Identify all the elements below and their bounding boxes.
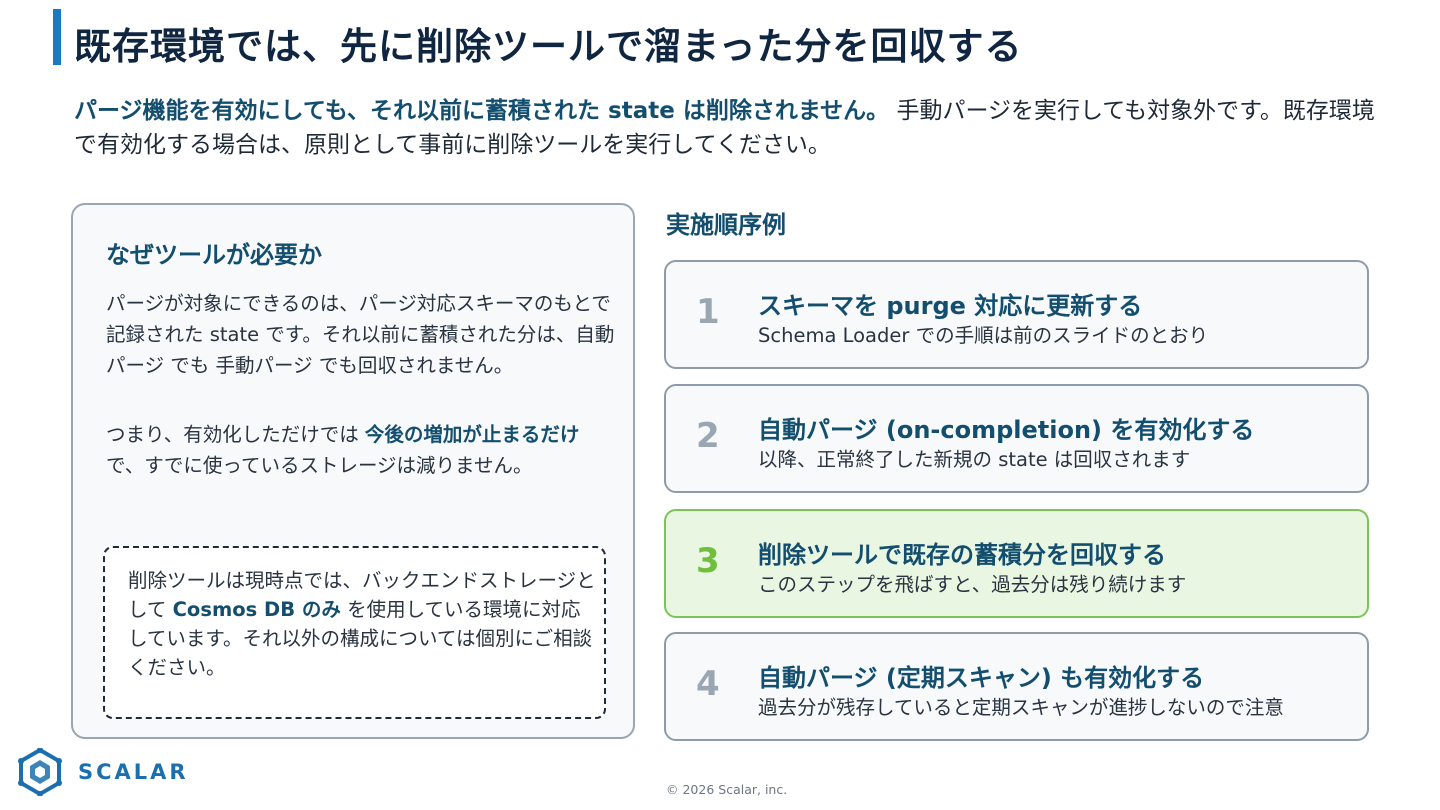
cosmos-note-box: 削除ツールは現時点では、バックエンドストレージとして Cosmos DB のみ … <box>103 546 606 719</box>
why-tool-needed-panel: なぜツールが必要か パージが対象にできるのは、パージ対応スキーマのもとで記録され… <box>71 203 635 739</box>
step-number: 1 <box>696 292 720 332</box>
step-title: スキーマを purge 対応に更新する <box>758 292 1143 320</box>
scalar-logo-icon <box>18 748 62 796</box>
why-paragraph-1: パージが対象にできるのは、パージ対応スキーマのもとで記録された state です… <box>106 292 615 377</box>
title-accent-bar <box>53 9 61 65</box>
lead-paragraph: パージ機能を有効にしても、それ以前に蓄積された state は削除されません。 … <box>74 94 1394 162</box>
step-title: 自動パージ (on-completion) を有効化する <box>758 416 1255 444</box>
why-paragraph-2: つまり、有効化しただけでは 今後の増加が止まるだけ で、すでに使っているストレー… <box>106 419 621 481</box>
steps-heading: 実施順序例 <box>666 211 786 239</box>
step-card-4: 4 自動パージ (定期スキャン) も有効化する 過去分が残存していると定期スキャ… <box>664 632 1369 741</box>
why-p2-pre: つまり、有効化しただけでは <box>106 423 365 446</box>
note-pre: 削除ツールは現時点では、バックエンドストレージとして <box>128 569 596 621</box>
why-p2-post: で、すでに使っているストレージは減りません。 <box>106 454 533 477</box>
why-p2-emphasis: 今後の増加が止まるだけ <box>364 423 580 446</box>
step-number: 3 <box>696 541 720 581</box>
copyright-text: © 2026 Scalar, inc. <box>666 782 788 797</box>
step-number: 4 <box>696 664 720 704</box>
step-card-2: 2 自動パージ (on-completion) を有効化する 以降、正常終了した… <box>664 384 1369 493</box>
page-title: 既存環境では、先に削除ツールで溜まった分を回収する <box>74 25 1023 68</box>
step-description: このステップを飛ばすと、過去分は残り続けます <box>758 573 1187 596</box>
step-description: 過去分が残存していると定期スキャンが進捗しないので注意 <box>758 696 1284 719</box>
step-description: Schema Loader での手順は前のスライドのとおり <box>758 324 1209 347</box>
note-post: を使用している環境に対応しています。それ以外の構成については個別にご相談ください… <box>128 598 593 679</box>
scalar-logo: SCALAR <box>16 748 196 798</box>
step-description: 以降、正常終了した新規の state は回収されます <box>758 448 1191 471</box>
logo-wordmark: SCALAR <box>78 760 189 784</box>
step-card-1: 1 スキーマを purge 対応に更新する Schema Loader での手順… <box>664 260 1369 369</box>
step-title: 削除ツールで既存の蓄積分を回収する <box>758 541 1166 569</box>
step-title: 自動パージ (定期スキャン) も有効化する <box>758 664 1205 692</box>
lead-text: 手動パージを実行しても対象外です。既存環境で有効化する場合は、原則として事前に削… <box>74 98 1375 158</box>
why-panel-title: なぜツールが必要か <box>106 241 322 269</box>
note-emphasis: Cosmos DB のみ <box>172 598 341 621</box>
step-card-3-highlighted: 3 削除ツールで既存の蓄積分を回収する このステップを飛ばすと、過去分は残り続け… <box>664 509 1369 618</box>
lead-emphasis: パージ機能を有効にしても、それ以前に蓄積された state は削除されません。 <box>74 98 890 124</box>
step-number: 2 <box>696 416 720 456</box>
cosmos-note-text: 削除ツールは現時点では、バックエンドストレージとして Cosmos DB のみ … <box>128 566 598 682</box>
